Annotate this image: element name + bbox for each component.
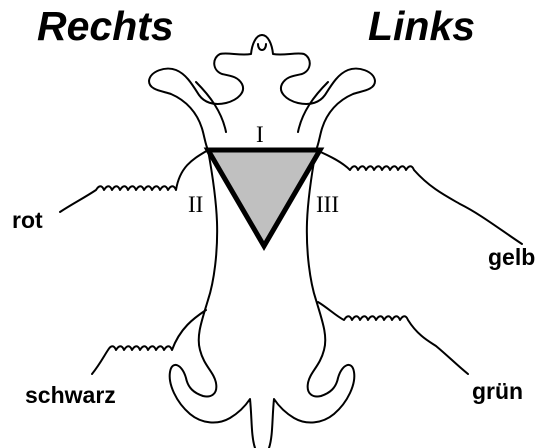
- lead-i-label: I: [256, 122, 264, 147]
- lead-iii-label: III: [316, 192, 339, 217]
- electrode-label-red: rot: [12, 209, 43, 232]
- black-electrode-wire: [92, 310, 206, 374]
- electrode-label-green: grün: [472, 380, 523, 403]
- yellow-electrode-wire: [316, 150, 522, 244]
- electrode-label-yellow: gelb: [488, 246, 535, 269]
- lead-ii-label: II: [188, 192, 203, 217]
- einthoven-triangle: [208, 150, 320, 246]
- animal-body-outline: [149, 35, 262, 448]
- snout-detail: [258, 44, 266, 50]
- red-electrode-wire: [60, 150, 208, 212]
- electrode-label-black: schwarz: [25, 384, 116, 407]
- green-electrode-wire: [318, 302, 468, 374]
- animal-body-outline-right: [262, 35, 375, 448]
